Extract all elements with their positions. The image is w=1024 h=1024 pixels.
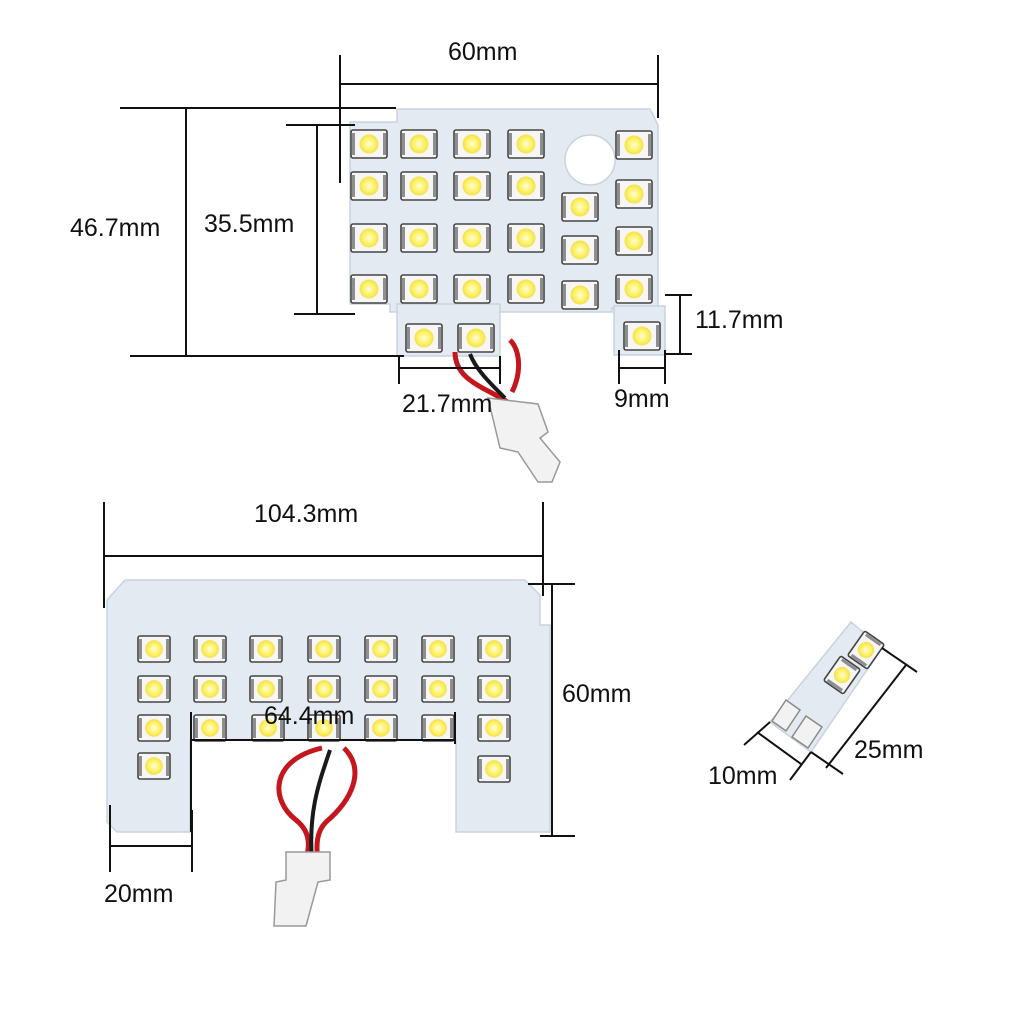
- dim-large-leg-width: 20mm: [104, 880, 173, 908]
- dim-mini-width: 10mm: [708, 762, 777, 790]
- smd-led: [421, 635, 455, 663]
- smd-led: [561, 192, 599, 222]
- smd-led: [307, 635, 341, 663]
- smd-led: [615, 130, 653, 160]
- smd-led: [400, 171, 438, 201]
- smd-led: [421, 714, 455, 742]
- smd-led: [137, 675, 171, 703]
- smd-led: [477, 755, 511, 783]
- smd-led: [453, 274, 491, 304]
- smd-led: [364, 714, 398, 742]
- dim-small-corner-height: 11.7mm: [695, 306, 783, 334]
- smd-led: [477, 635, 511, 663]
- smd-led: [421, 675, 455, 703]
- smd-led: [249, 675, 283, 703]
- dimension-labels: 60mm 46.7mm 35.5mm 21.7mm 9mm 11.7mm 104…: [70, 38, 923, 908]
- smd-led: [623, 321, 661, 351]
- small-panel-wire-socket: [452, 338, 561, 483]
- small-panel-socket: [487, 397, 561, 483]
- dimension-lines: [103, 55, 918, 872]
- smd-led: [615, 226, 653, 256]
- smd-led: [453, 129, 491, 159]
- small-panel: [349, 108, 666, 483]
- dim-small-total-height: 46.7mm: [70, 214, 160, 242]
- smd-led: [350, 223, 388, 253]
- smd-led: [507, 129, 545, 159]
- smd-led: [193, 714, 227, 742]
- smd-led: [477, 675, 511, 703]
- large-panel-led-array: [137, 635, 511, 783]
- large-panel-socket: [273, 851, 331, 927]
- smd-led: [400, 274, 438, 304]
- dim-large-width: 104.3mm: [254, 500, 358, 528]
- smd-led: [249, 635, 283, 663]
- mini-strip-contact-pads: [770, 698, 824, 750]
- dim-small-tab-width: 21.7mm: [402, 390, 492, 418]
- smd-led: [193, 635, 227, 663]
- small-panel-led-array: [350, 129, 661, 353]
- smd-led: [847, 630, 885, 670]
- smd-led: [453, 223, 491, 253]
- smd-led: [615, 179, 653, 209]
- mounting-hole: [564, 134, 616, 186]
- smd-led: [400, 223, 438, 253]
- smd-led: [251, 714, 285, 742]
- dim-small-main-height: 35.5mm: [204, 210, 294, 238]
- smd-led: [507, 274, 545, 304]
- smd-led: [561, 235, 599, 265]
- smd-led: [364, 675, 398, 703]
- smd-led: [137, 635, 171, 663]
- dim-small-corner-width: 9mm: [614, 385, 670, 413]
- smd-led: [453, 171, 491, 201]
- smd-led: [137, 714, 171, 742]
- smd-led: [405, 323, 443, 353]
- smd-led: [615, 274, 653, 304]
- small-panel-pcb: [349, 108, 659, 313]
- dim-large-height: 60mm: [562, 680, 631, 708]
- smd-led: [507, 223, 545, 253]
- smd-led: [350, 171, 388, 201]
- dim-mini-length: 25mm: [854, 736, 923, 764]
- smd-led: [400, 129, 438, 159]
- smd-led: [507, 171, 545, 201]
- dim-small-width: 60mm: [448, 38, 517, 66]
- smd-led: [307, 675, 341, 703]
- mini-strip: [768, 620, 885, 754]
- smd-led: [137, 752, 171, 780]
- dim-large-cutout-width: 64.4mm: [264, 702, 354, 730]
- smd-led: [477, 714, 511, 742]
- smd-led: [350, 129, 388, 159]
- smd-led: [307, 714, 341, 742]
- smd-led: [193, 675, 227, 703]
- smd-led: [823, 655, 861, 695]
- large-panel-wire-socket: [273, 745, 358, 927]
- smd-led: [457, 323, 495, 353]
- smd-led: [364, 635, 398, 663]
- large-panel: [106, 579, 551, 927]
- smd-led: [350, 274, 388, 304]
- smd-led: [561, 280, 599, 310]
- mini-strip-led-array: [823, 630, 885, 695]
